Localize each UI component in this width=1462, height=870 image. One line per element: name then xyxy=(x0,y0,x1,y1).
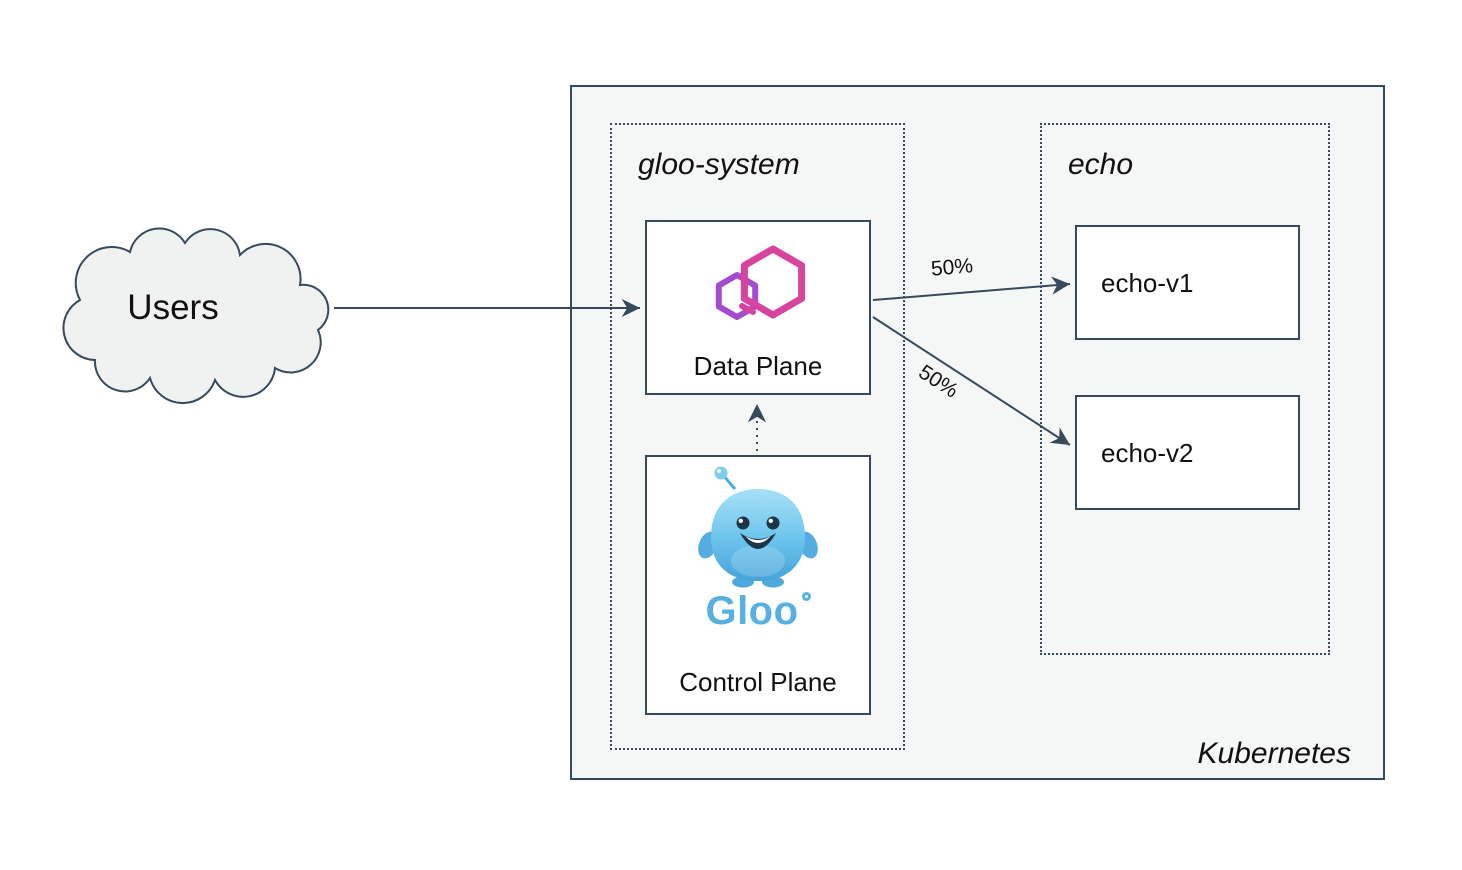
gloo-system-label: gloo-system xyxy=(638,148,800,181)
proxy-hexagon-small xyxy=(715,272,759,320)
proxy-hexagon-big xyxy=(740,245,806,319)
data-plane-label: Data Plane xyxy=(693,351,823,381)
data-plane-node: Data Plane xyxy=(645,220,871,395)
gloo-logo-text: Gloo xyxy=(705,589,799,633)
echo-v2-node: echo-v2 xyxy=(1075,395,1300,510)
echo-v1-node: echo-v1 xyxy=(1075,225,1300,340)
control-plane-label: Control Plane xyxy=(679,667,837,697)
kubernetes-label: Kubernetes xyxy=(1197,737,1351,770)
gloo-proxy-icon xyxy=(715,245,806,320)
gloo-logo: Gloo xyxy=(705,589,811,633)
echo-v1-label: echo-v1 xyxy=(1101,267,1194,298)
echo-v2-label: echo-v2 xyxy=(1101,437,1194,468)
users-label: Users xyxy=(127,288,219,327)
echo-namespace-box: echo xyxy=(1040,123,1330,655)
proxy-hexagon-dash xyxy=(739,303,756,315)
control-plane-node: Gloo Control Plane xyxy=(645,455,871,715)
echo-namespace-label: echo xyxy=(1068,148,1134,181)
gloo-logo-ring-icon xyxy=(801,592,811,601)
gloo-mascot-icon xyxy=(698,466,818,588)
